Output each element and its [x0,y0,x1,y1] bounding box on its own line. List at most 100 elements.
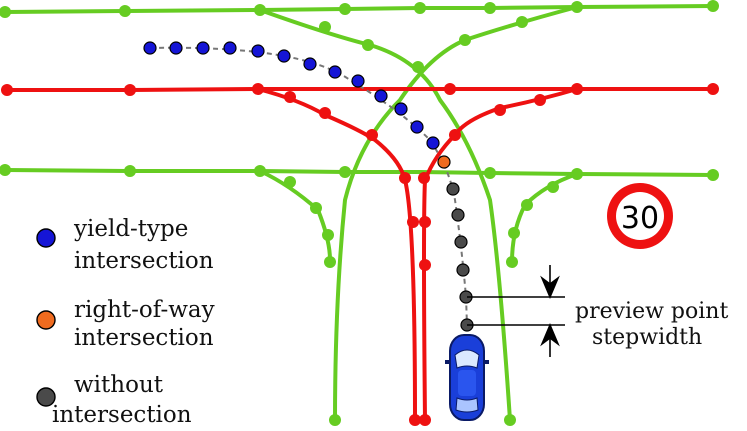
preview-points-without [446,182,474,332]
preview-point-yield [426,136,440,150]
node [319,107,331,119]
preview-point-yield [223,41,237,55]
node [254,4,266,16]
preview-point-yield [196,41,210,55]
node [534,94,546,106]
preview-point-yield [351,74,365,88]
preview-point-right-of-way [437,155,451,169]
node [322,229,334,241]
node [449,129,461,141]
node [0,6,11,18]
green-lane-fork-right [510,172,579,264]
node [412,61,424,73]
node [339,3,351,15]
node [459,34,471,46]
speed-sign-face [616,192,664,240]
node [124,165,136,177]
preview-point-yield [277,49,291,63]
stepwidth-dimension [467,265,565,357]
node [339,166,351,178]
preview-point-yield [251,44,265,58]
red-lane-middle [5,87,715,92]
preview-point-yield [169,41,183,55]
red-lane-nodes [1,83,719,426]
preview-point-without [446,182,460,196]
preview-point-yield [303,57,317,71]
green-lane-bottom [3,168,715,177]
node [366,129,378,141]
annotation-preview-point: preview point [575,299,728,324]
legend: yield-type intersection right-of-way int… [36,216,215,428]
red-lane-left-turn [256,87,417,422]
preview-point-without [451,208,465,222]
car-mirror-left [445,360,451,364]
legend-marker-right-of-way [36,310,56,330]
node [124,84,136,96]
node [252,83,264,95]
car-mirror-right [483,360,489,364]
preview-point-yield [328,65,342,79]
dimension-arrowhead-down [540,275,560,300]
node [444,83,456,95]
node [284,91,296,103]
legend-right-of-way-line2: intersection [74,325,214,351]
node [484,2,496,14]
legend-right-of-way-line1: right-of-way [74,297,215,323]
node [504,414,516,426]
node [418,172,430,184]
green-lane-cross-right [258,8,512,422]
preview-points-yield [143,41,440,150]
legend-marker-yield [36,228,56,248]
node [707,0,719,12]
car-windshield [454,349,480,369]
green-lane-nodes [0,0,719,426]
preview-point-yield [410,120,424,134]
node [324,256,336,268]
speed-limit-sign: 30 [607,183,673,249]
node [707,169,719,181]
node [419,216,431,228]
legend-marker-without [36,387,56,407]
node [571,168,583,180]
car-roof [458,370,476,396]
preview-point-without [454,235,468,249]
node [484,167,496,179]
node [571,1,583,13]
node [254,165,266,177]
node [409,414,421,426]
car-rear-window [455,397,479,413]
node [414,2,426,14]
node [516,16,528,28]
node [419,259,431,271]
node [571,83,583,95]
preview-point-without [456,263,470,277]
node [521,199,533,211]
dimension-arrowhead-up [540,322,560,347]
node [119,5,131,17]
node [329,414,341,426]
node [0,164,11,176]
node [1,84,13,96]
car-icon [445,334,489,421]
legend-without-line1: without [74,372,164,398]
node [419,414,431,426]
speed-sign-value: 30 [621,201,659,236]
preview-point-yield [143,41,157,55]
node [399,172,411,184]
node [407,216,419,228]
node [362,39,374,51]
node [508,227,520,239]
preview-point-yield [374,89,388,103]
node [506,256,518,268]
node [319,21,331,33]
node [494,104,506,116]
annotation-stepwidth: stepwidth [592,325,702,350]
legend-yield-line1: yield-type [73,216,188,242]
node [707,83,719,95]
preview-point-yield [394,102,408,116]
green-lane-cross-left [333,5,579,422]
green-lane-top [3,4,715,14]
legend-yield-line2: intersection [74,248,214,274]
node [547,181,559,193]
